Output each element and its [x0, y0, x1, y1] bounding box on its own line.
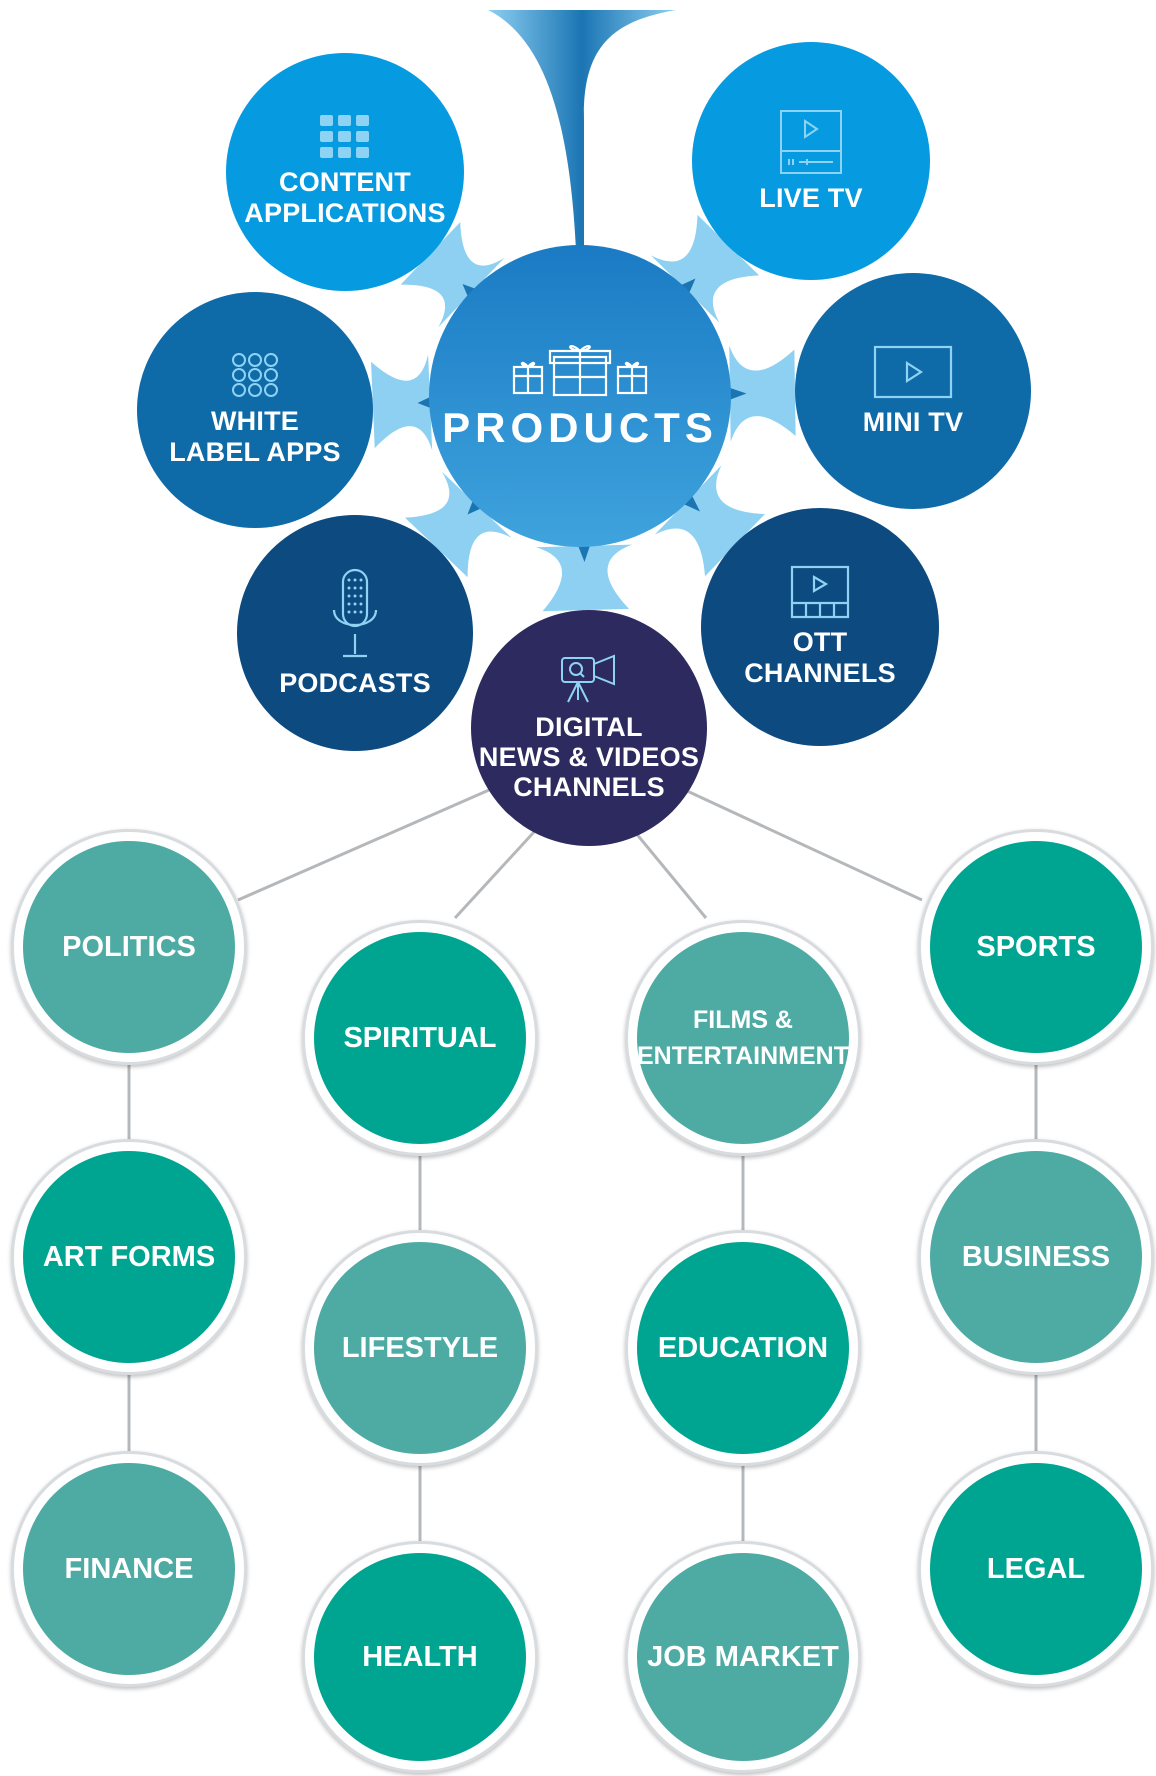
product-live-tv: LIVE TV	[692, 42, 930, 280]
category-business-disc: BUSINESS	[930, 1151, 1142, 1363]
category-education: EDUCATION	[625, 1230, 861, 1466]
category-art-forms: ART FORMS	[11, 1139, 247, 1375]
category-education-disc: EDUCATION	[637, 1242, 849, 1454]
category-business: BUSINESS	[918, 1139, 1154, 1375]
category-legal: LEGAL	[918, 1451, 1154, 1687]
film-screen-icon	[790, 565, 850, 619]
category-sports-disc: SPORTS	[930, 841, 1142, 1053]
category-spiritual-disc: SPIRITUAL	[314, 932, 526, 1144]
gift-boxes-icon	[512, 344, 648, 397]
category-politics-disc: POLITICS	[23, 841, 235, 1053]
connector-content-applications	[400, 222, 505, 328]
category-finance-disc: FINANCE	[23, 1463, 235, 1675]
connector-ott-channels	[654, 465, 765, 577]
connector-digital-news-videos-channels	[536, 544, 633, 612]
category-lifestyle: LIFESTYLE	[302, 1230, 538, 1466]
category-job-market-disc: JOB MARKET	[637, 1553, 849, 1761]
category-sports: SPORTS	[918, 829, 1154, 1065]
product-mini-tv-label: MINI TV	[862, 406, 964, 437]
video-camera-icon	[561, 654, 615, 703]
tv-player-icon	[780, 109, 842, 174]
top-stem-connector	[488, 10, 676, 250]
products-hub-label: PRODUCTS	[442, 404, 718, 451]
product-live-tv-label: LIVE TV	[759, 182, 863, 213]
product-content-applications: CONTENT APPLICATIONS	[226, 53, 464, 291]
category-films-entertainment: FILMS & ENTERTAINMENT	[625, 920, 861, 1156]
product-content-applications-label: CONTENT APPLICATIONS	[244, 167, 446, 228]
category-spiritual: SPIRITUAL	[302, 920, 538, 1156]
line-digital-films	[633, 831, 708, 919]
product-white-label-apps-label: WHITE LABEL APPS	[169, 406, 341, 467]
category-legal-disc: LEGAL	[930, 1463, 1142, 1675]
microphone-icon	[332, 568, 378, 657]
category-job-market: JOB MARKET	[625, 1541, 861, 1773]
dots-grid-icon	[232, 353, 278, 397]
connector-white-label-apps	[371, 354, 433, 451]
category-finance: FINANCE	[11, 1451, 247, 1687]
connector-core-ott-channels	[678, 490, 700, 512]
line-digital-spiritual	[453, 830, 536, 920]
category-art-forms-disc: ART FORMS	[23, 1151, 235, 1363]
product-podcasts: PODCASTS	[237, 515, 473, 751]
category-lifestyle-disc: LIFESTYLE	[314, 1242, 526, 1454]
product-podcasts-label: PODCASTS	[279, 667, 431, 698]
product-white-label-apps: WHITE LABEL APPS	[137, 292, 373, 528]
digital-news-videos-channels: DIGITAL NEWS & VIDEOS CHANNELS	[471, 610, 707, 846]
products-hub: PRODUCTS	[429, 245, 731, 547]
connector-live-tv	[650, 214, 760, 323]
grid-squares-icon	[320, 115, 369, 158]
play-screen-icon	[873, 345, 953, 398]
connector-podcasts	[404, 471, 512, 578]
category-health: HEALTH	[302, 1541, 538, 1773]
digital-news-videos-channels-label: DIGITAL NEWS & VIDEOS CHANNELS	[478, 712, 700, 802]
product-ott-channels: OTT CHANNELS	[701, 508, 939, 746]
connector-mini-tv	[729, 345, 796, 442]
category-health-disc: HEALTH	[314, 1553, 526, 1761]
category-politics: POLITICS	[11, 829, 247, 1065]
line-digital-sports	[684, 788, 923, 902]
product-mini-tv: MINI TV	[795, 273, 1031, 509]
product-ott-channels-label: OTT CHANNELS	[744, 627, 896, 688]
category-films-entertainment-disc: FILMS & ENTERTAINMENT	[637, 932, 849, 1144]
line-digital-politics	[237, 788, 490, 902]
